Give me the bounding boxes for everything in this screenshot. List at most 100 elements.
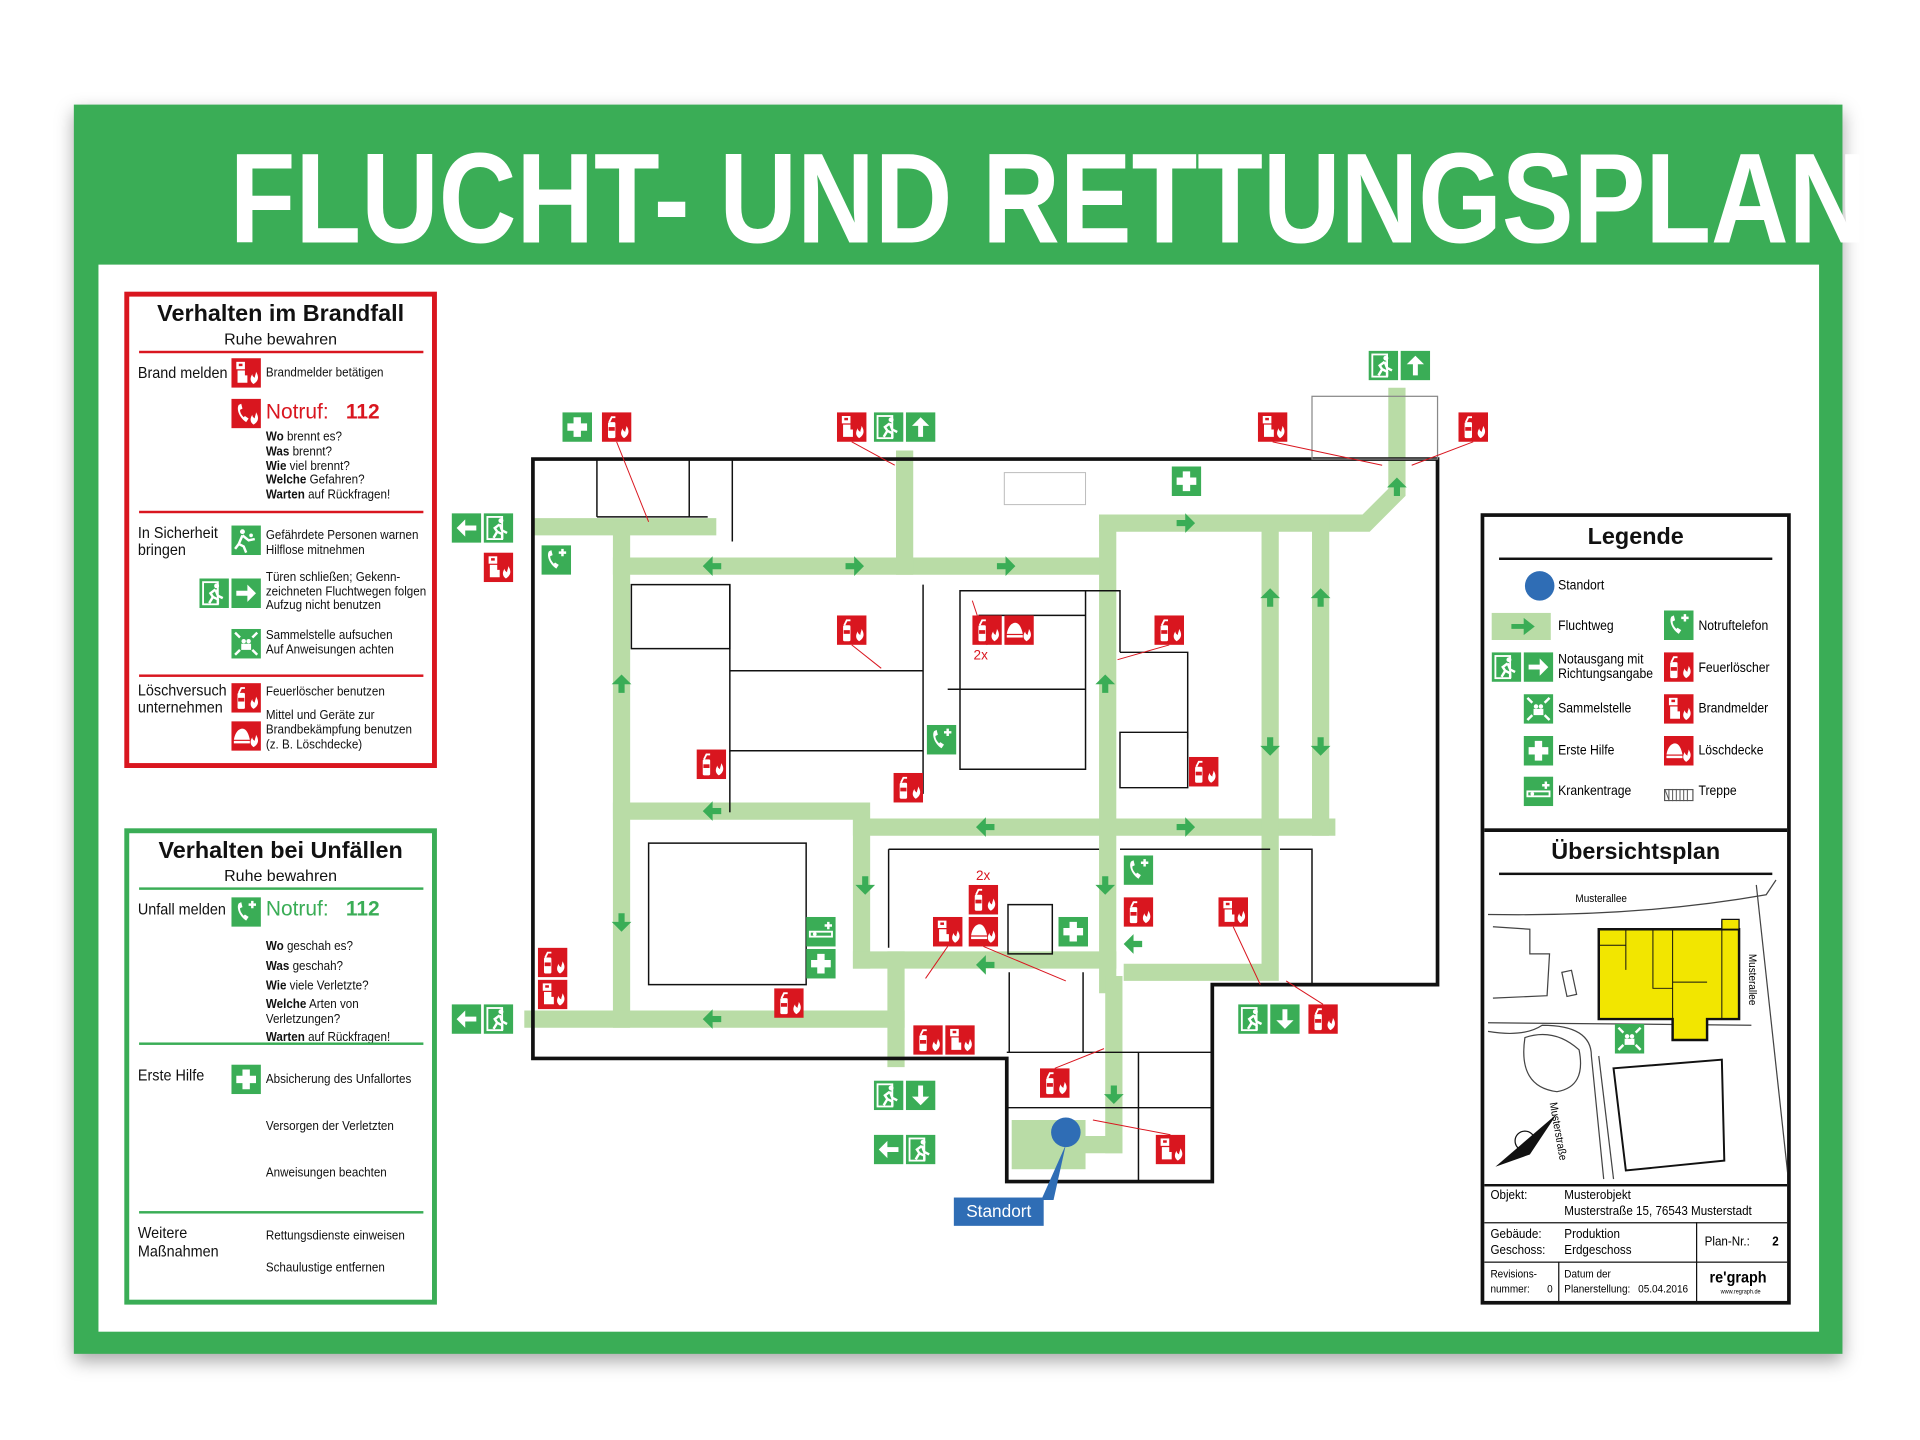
extinguish-text: (z. B. Löschdecke) — [265, 737, 363, 752]
route-arrow — [702, 556, 722, 576]
count-label: 2x — [975, 868, 991, 884]
question-text: Arten von — [306, 996, 359, 1012]
count-label: 2x — [973, 648, 988, 664]
question-text: auf Rückfragen! — [304, 487, 391, 503]
question-line: Was brennt? — [266, 445, 332, 460]
object-name: Musterobjekt — [1564, 1187, 1631, 1203]
interior-wall — [1006, 1051, 1213, 1182]
further-label: Weitere — [137, 1223, 188, 1242]
standort-dot-icon — [1524, 571, 1555, 601]
divider — [139, 1211, 424, 1214]
fire-extinguisher-icon — [913, 1025, 943, 1055]
interior-wall — [887, 848, 1100, 948]
leader-line — [851, 441, 896, 466]
north-arrow-icon — [1495, 1113, 1557, 1167]
emergency-exit-icon — [1238, 1004, 1268, 1034]
escape-route — [1123, 818, 1279, 981]
stretcher-icon — [806, 916, 836, 947]
leader-line — [851, 644, 882, 669]
interior-wall — [729, 584, 924, 752]
fire-extinguisher-icon — [601, 412, 632, 442]
arrow-up-icon — [1400, 350, 1431, 381]
info-label: Objekt: — [1490, 1187, 1528, 1203]
route-arrow — [996, 556, 1016, 576]
question-line: Wo geschah es? — [266, 939, 353, 954]
interior-wall — [1007, 903, 1054, 955]
fire-extinguisher-icon — [696, 749, 727, 780]
arrow-left-icon — [451, 1004, 482, 1034]
info-label: Plan-Nr.: — [1704, 1234, 1750, 1250]
emergency-phone-icon — [541, 545, 572, 575]
leader-line — [1411, 441, 1474, 466]
question-text: viele Verletzte? — [286, 978, 369, 994]
fire-extinguisher-icon — [231, 683, 261, 713]
standort-label: Standort — [953, 1197, 1044, 1226]
legend-label: Standort — [1558, 578, 1605, 594]
extinguish-text: Feuerlöscher benutzen — [265, 684, 385, 700]
leader-line — [616, 441, 650, 523]
revision-number: 0 — [1547, 1282, 1553, 1295]
accident-panel-subtitle: Ruhe bewahren — [224, 866, 338, 885]
leader-line — [1272, 441, 1383, 466]
fire-phone-icon — [231, 398, 261, 429]
question-keyword: Welche — [265, 996, 307, 1012]
extinguish-label: Löschversuch — [137, 680, 227, 700]
route-arrow — [1310, 737, 1331, 756]
arrow-left-icon — [451, 513, 482, 543]
safety-label: In Sicherheit — [137, 523, 218, 542]
floor-value: Erdgeschoss — [1564, 1243, 1632, 1258]
interior-wall — [1008, 972, 1084, 1053]
question-line: Welche Arten von — [265, 996, 359, 1012]
further-text: Schaulustige entfernen — [265, 1260, 385, 1276]
question-line: Was geschah? — [266, 958, 344, 974]
safety-text: Gefährdete Personen warnen — [265, 527, 419, 543]
interior-wall — [647, 842, 807, 986]
escape-route-swatch — [1491, 612, 1551, 640]
emergency-phone-icon — [1123, 855, 1154, 885]
legend-label: Erste Hilfe — [1558, 743, 1615, 759]
fire-extinguisher-icon — [1123, 897, 1154, 927]
outer-wall — [531, 457, 1440, 1184]
first-aid-text: Absicherung des Unfallortes — [265, 1071, 412, 1087]
arrow-up-icon — [905, 412, 936, 442]
fire-alarm-icon — [1155, 1134, 1186, 1165]
emergency-exit-icon — [873, 1080, 904, 1111]
legend-title: Legende — [1587, 524, 1684, 551]
further-text: Rettungsdienste einweisen — [265, 1228, 405, 1244]
first-aid-icon — [1058, 916, 1088, 947]
interior-wall — [630, 583, 731, 650]
emergency-exit-icon — [905, 1134, 936, 1165]
question-text: brennt es? — [283, 429, 342, 445]
info-label: Gebäude: — [1490, 1227, 1542, 1242]
first-aid-text: Versorgen der Verletzten — [265, 1118, 394, 1134]
divider — [1499, 557, 1773, 560]
stair-house — [1311, 395, 1439, 460]
question-keyword: Wie — [265, 459, 287, 474]
notruf-number: 112 — [345, 897, 380, 921]
emergency-exit-icon — [483, 513, 514, 543]
route-arrow — [611, 674, 632, 693]
fire-blanket-icon — [1663, 735, 1694, 766]
interior-wall — [1083, 590, 1189, 739]
question-text: geschah? — [289, 958, 344, 974]
info-label: Planerstellung: — [1564, 1282, 1631, 1295]
legend-label: Treppe — [1698, 783, 1737, 799]
fire-alarm-icon — [932, 916, 963, 947]
extinguish-text: Brandbekämpfung benutzen — [265, 722, 412, 738]
divider — [139, 887, 424, 890]
title-text: FLUCHT- UND RETTUNGSPLAN — [229, 127, 1867, 271]
report-accident-label: Unfall melden — [137, 899, 226, 919]
legend-label: Notruftelefon — [1698, 619, 1769, 634]
route-arrow — [702, 801, 722, 821]
question-line: Wie viel brennt? — [265, 459, 350, 474]
question-text: auf Rückfragen! — [304, 1030, 391, 1045]
fire-extinguisher-icon — [1663, 652, 1694, 682]
fire-blanket-icon — [231, 721, 261, 751]
emergency-exit-icon — [1368, 350, 1399, 381]
building-value: Produktion — [1564, 1227, 1620, 1242]
fire-extinguisher-icon — [1308, 1004, 1338, 1034]
arrow-down-icon — [905, 1080, 936, 1111]
question-line: Warten auf Rückfragen! — [266, 1030, 391, 1045]
legend-label: Krankentrage — [1558, 783, 1632, 799]
fire-alarm-icon — [483, 552, 514, 583]
